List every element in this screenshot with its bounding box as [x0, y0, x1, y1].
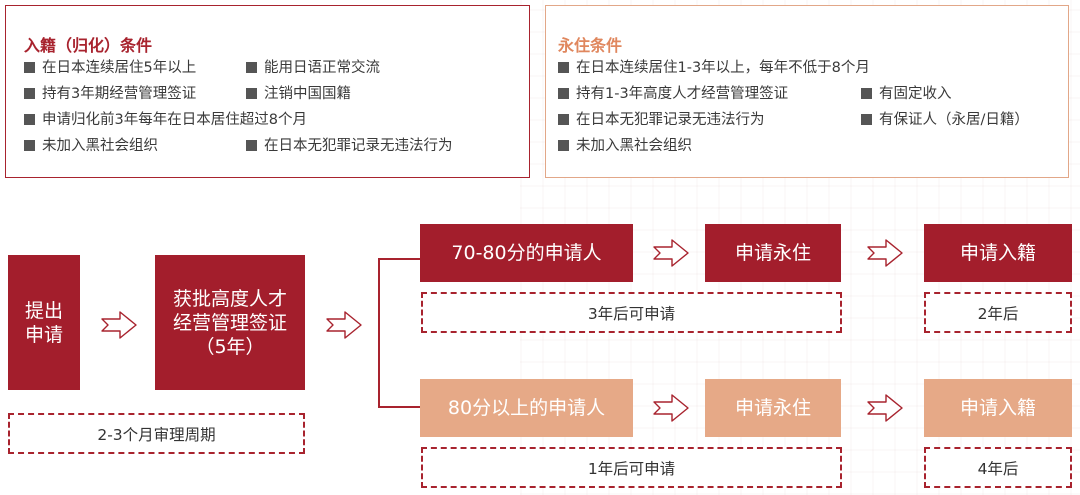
- bullet-square-icon: [861, 114, 872, 125]
- permanent-residency-title: 永住条件: [558, 36, 623, 55]
- bullet-square-icon: [558, 114, 569, 125]
- bullet-square-icon: [246, 140, 257, 151]
- track-b-permanent-residency-box: 申请永住: [705, 379, 841, 437]
- arrow-right-icon: [653, 239, 689, 267]
- arrow-right-icon: [653, 394, 689, 422]
- track-a-pr-wait-label: 3年后可申请: [421, 292, 842, 333]
- condition-item: 持有3年期经营管理签证: [24, 85, 196, 103]
- track-a-permanent-residency-box: 申请永住: [705, 224, 841, 282]
- condition-item: 有保证人（永居/日籍）: [861, 111, 1029, 129]
- track-a-nat-wait-label: 2年后: [924, 292, 1072, 333]
- condition-item: 持有1-3年高度人才经营管理签证: [558, 85, 788, 103]
- track-b-pr-wait-label: 1年后可申请: [421, 447, 842, 488]
- condition-item: 在日本连续居住5年以上: [24, 59, 196, 77]
- arrow-right-icon: [326, 311, 362, 339]
- bracket-connector-bottom: [378, 406, 420, 408]
- bracket-connector: [378, 258, 380, 408]
- condition-item: 未加入黑社会组织: [558, 137, 692, 155]
- track-a-naturalization-box: 申请入籍: [924, 224, 1072, 282]
- bullet-square-icon: [558, 88, 569, 99]
- submit-application-box: 提出 申请: [8, 255, 80, 390]
- condition-item: 能用日语正常交流: [246, 59, 380, 77]
- bullet-square-icon: [246, 62, 257, 73]
- visa-approved-box: 获批高度人才 经营管理签证 （5年）: [155, 255, 305, 390]
- arrow-right-icon: [101, 311, 137, 339]
- condition-item: 申请归化前3年每年在日本居住超过8个月: [24, 111, 307, 129]
- condition-item: 有固定收入: [861, 85, 952, 103]
- bullet-square-icon: [246, 88, 257, 99]
- naturalization-title: 入籍（归化）条件: [24, 36, 153, 55]
- bullet-square-icon: [24, 140, 35, 151]
- condition-item: 在日本无犯罪记录无违法行为: [558, 111, 765, 129]
- review-period-label: 2-3个月审理周期: [8, 413, 305, 454]
- condition-item: 未加入黑社会组织: [24, 137, 158, 155]
- bracket-connector-top: [378, 258, 420, 260]
- arrow-right-icon: [867, 239, 903, 267]
- track-b-applicant-box: 80分以上的申请人: [420, 379, 633, 437]
- track-b-naturalization-box: 申请入籍: [924, 379, 1072, 437]
- condition-item: 在日本连续居住1-3年以上，每年不低于8个月: [558, 59, 870, 77]
- bullet-square-icon: [24, 62, 35, 73]
- bullet-square-icon: [24, 114, 35, 125]
- bullet-square-icon: [558, 62, 569, 73]
- bullet-square-icon: [558, 140, 569, 151]
- track-b-nat-wait-label: 4年后: [924, 447, 1072, 488]
- permanent-residency-conditions-panel: 永住条件 在日本连续居住1-3年以上，每年不低于8个月 持有1-3年高度人才经营…: [545, 5, 1069, 178]
- track-a-applicant-box: 70-80分的申请人: [420, 224, 633, 282]
- condition-item: 在日本无犯罪记录无违法行为: [246, 137, 453, 155]
- condition-item: 注销中国国籍: [246, 85, 351, 103]
- bullet-square-icon: [24, 88, 35, 99]
- bullet-square-icon: [861, 88, 872, 99]
- naturalization-conditions-panel: 入籍（归化）条件 在日本连续居住5年以上 能用日语正常交流 持有3年期经营管理签…: [5, 5, 530, 178]
- arrow-right-icon: [867, 394, 903, 422]
